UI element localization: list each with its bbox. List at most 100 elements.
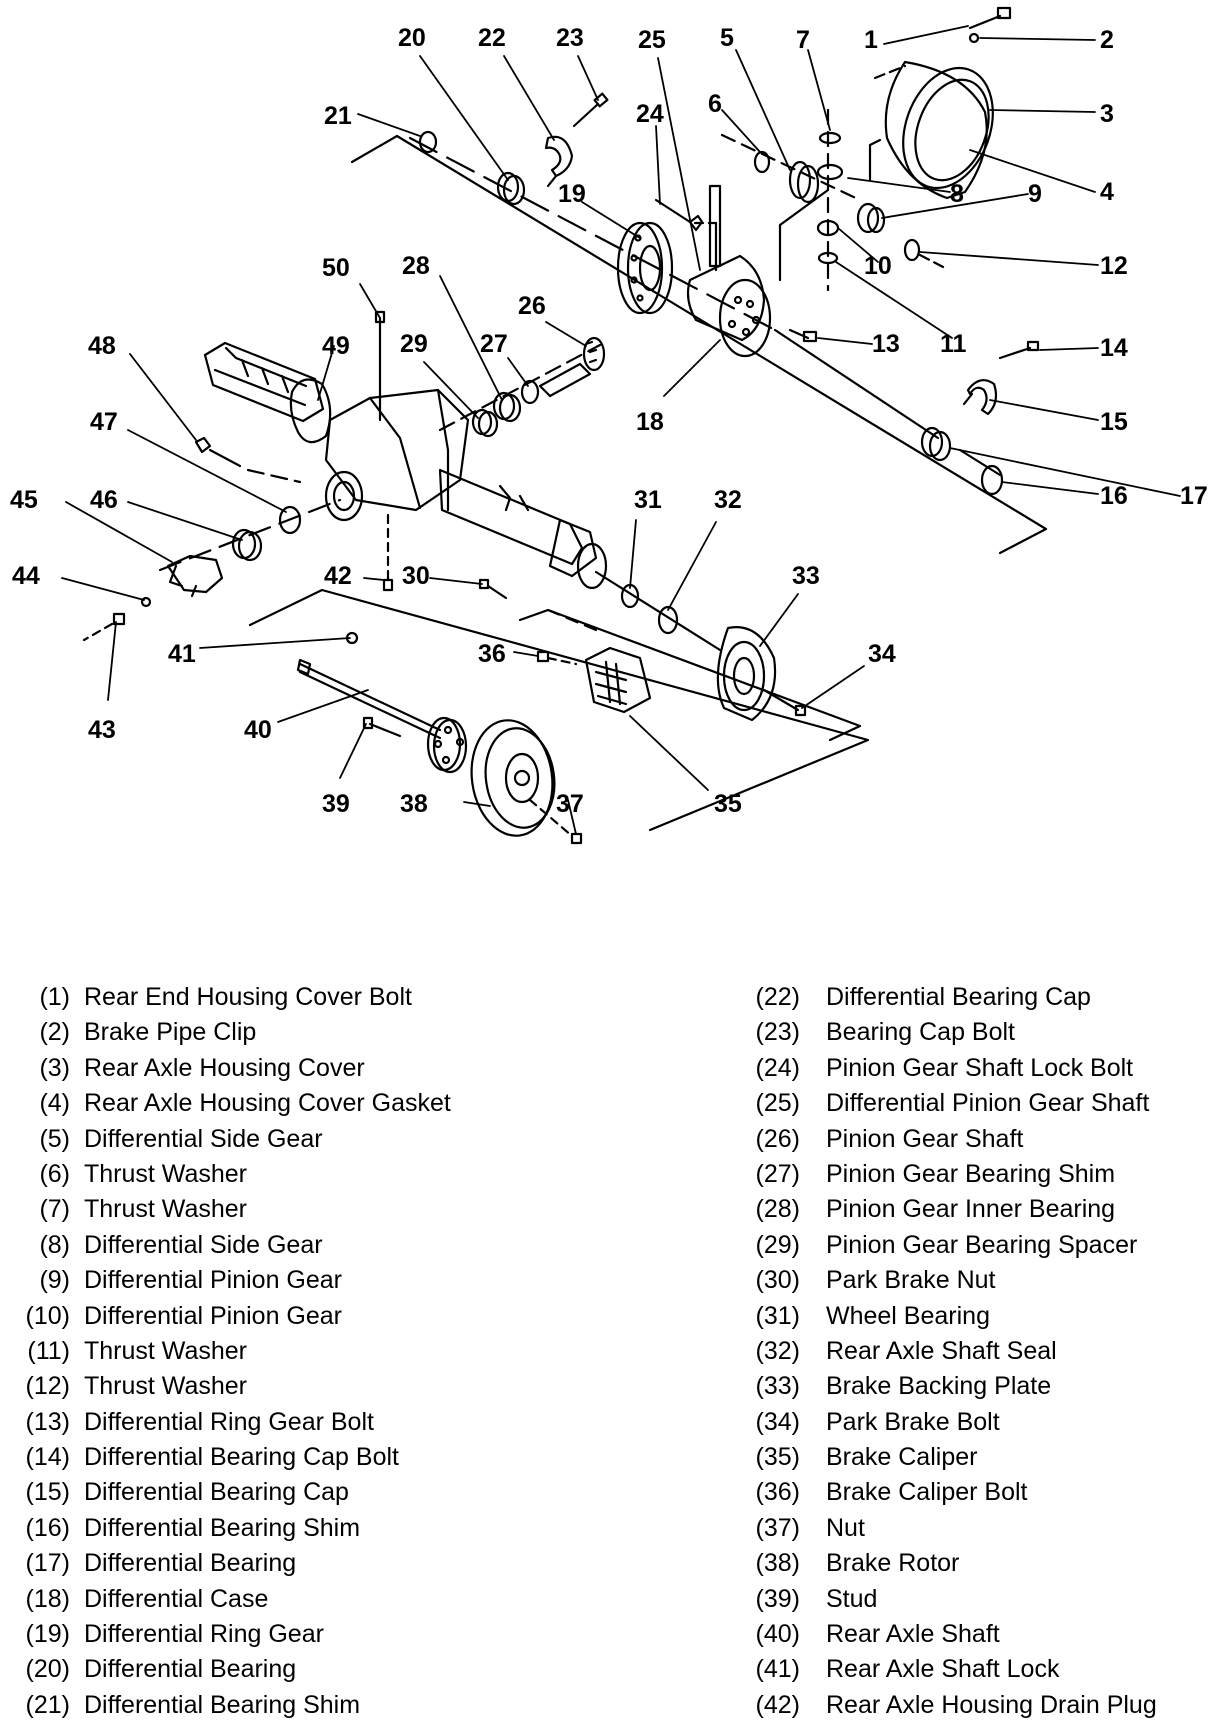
legend-item: (35)Brake Caliper (740, 1440, 1210, 1475)
callout-2: 2 (1100, 26, 1114, 54)
callout-40: 40 (244, 716, 272, 744)
legend-item-label: Nut (826, 1513, 865, 1542)
legend-item-number: (4) (39, 1089, 70, 1118)
legend-item: (37)Nut (740, 1511, 1210, 1546)
part-35-brake-caliper (584, 646, 652, 714)
legend-item-label: Stud (826, 1584, 878, 1613)
legend-item-label: Brake Caliper Bolt (826, 1478, 1028, 1507)
part-45-yoke (166, 554, 224, 598)
legend-item-number: (24) (755, 1053, 800, 1082)
legend-item: (29)Pinion Gear Bearing Spacer (740, 1228, 1210, 1263)
callout-41: 41 (168, 640, 196, 668)
legend-item: (7)Thrust Washer (0, 1192, 560, 1227)
legend-item: (36) Brake Caliper Bolt (740, 1475, 1210, 1510)
callout-9: 9 (1028, 180, 1042, 208)
part-11-thrust-washer (817, 251, 839, 265)
legend-item-number: (35) (755, 1443, 800, 1472)
callout-3: 3 (1100, 100, 1114, 128)
part-20-bearing (496, 171, 526, 206)
callout-30: 30 (402, 562, 430, 590)
callout-4: 4 (1100, 178, 1114, 206)
legend-item-label: Differential Pinion Gear (84, 1301, 343, 1330)
legend-item: (2)Brake Pipe Clip (0, 1015, 560, 1050)
part-27-bearing-shim (520, 379, 540, 405)
part-23-bearing-cap-bolt (572, 92, 609, 128)
callout-31: 31 (634, 486, 662, 514)
legend-item: (10)Differential Pinion Gear (0, 1299, 560, 1334)
legend-item-label: Park Brake Nut (826, 1266, 996, 1295)
callout-49: 49 (322, 332, 350, 360)
callout-21: 21 (324, 102, 352, 130)
legend-item-number: (36) (755, 1478, 800, 1507)
part-16-bearing-shim (980, 464, 1004, 496)
part-38-brake-rotor (470, 719, 556, 837)
legend-item-label: Bearing Cap Bolt (826, 1018, 1016, 1047)
part-50-vent (374, 310, 386, 422)
callout-12: 12 (1100, 252, 1128, 280)
callout-38: 38 (400, 790, 428, 818)
part-29-bearing-spacer (471, 408, 499, 438)
legend-item-number: (25) (755, 1089, 800, 1118)
callout-25: 25 (638, 26, 666, 54)
callout-35: 35 (714, 790, 742, 818)
callout-47: 47 (90, 408, 118, 436)
legend-item: (6)Thrust Washer (0, 1157, 560, 1192)
legend-item-label: Differential Bearing (84, 1655, 297, 1684)
legend-item-label: Differential Side Gear (84, 1124, 323, 1153)
group-bracket-brake (518, 608, 862, 742)
legend-item-label: Rear End Housing Cover Bolt (84, 983, 412, 1011)
legend-item-number: (39) (755, 1584, 800, 1613)
part-3-housing-cover (884, 60, 994, 200)
callout-26: 26 (518, 292, 546, 320)
part-12-thrust-washer (903, 238, 921, 262)
legend-item-number: (31) (755, 1301, 800, 1330)
legend-item: (28)Pinion Gear Inner Bearing (740, 1192, 1210, 1227)
callout-11: 11 (940, 330, 967, 358)
legend-item-number: (23) (755, 1018, 800, 1047)
legend-item-label: Differential Case (84, 1584, 269, 1613)
legend-item-number: (20) (25, 1655, 70, 1684)
legend-item-number: (38) (755, 1549, 800, 1578)
legend-item: (32)Rear Axle Shaft Seal (740, 1334, 1210, 1369)
legend-item-label: Pinion Gear Bearing Shim (826, 1159, 1116, 1188)
callout-10: 10 (864, 252, 892, 280)
callout-46: 46 (90, 486, 118, 514)
part-14-cap-bolt (998, 340, 1040, 360)
part-7-thrust-washer (818, 131, 842, 145)
legend-item-label: Thrust Washer (84, 1159, 248, 1188)
legend-item: (15) Differential Bearing Cap (0, 1475, 560, 1510)
callout-29: 29 (400, 330, 428, 358)
legend-item-number: (15) (25, 1478, 70, 1507)
legend-item-label: Differential Bearing Shim (84, 1513, 361, 1542)
legend-item: (31)Wheel Bearing (740, 1299, 1210, 1334)
legend-item-label: Differential Bearing Shim (84, 1690, 361, 1719)
legend-item-label: Brake Backing Plate (826, 1372, 1052, 1401)
legend-item-label: Brake Rotor (826, 1549, 960, 1578)
legend-item: (24)Pinion Gear Shaft Lock Bolt (740, 1051, 1210, 1086)
legend-item-number: (11) (27, 1336, 70, 1365)
legend-item-label: Thrust Washer (84, 1372, 248, 1401)
legend-item: (40)Rear Axle Shaft (740, 1617, 1210, 1652)
legend-item-number: (27) (755, 1159, 800, 1188)
part-21-shim (418, 130, 438, 154)
legend-item-number: (13) (25, 1407, 70, 1436)
legend-item-number: (42) (755, 1690, 800, 1719)
legend-item-label: Rear Axle Shaft Seal (826, 1336, 1057, 1365)
legend-item-number: (14) (25, 1443, 70, 1472)
legend-item-number: (34) (755, 1407, 800, 1436)
legend-item-label: Rear Axle Housing Cover (84, 1053, 365, 1082)
part-49-axle-housing (203, 341, 608, 590)
part-19-ring-gear (616, 221, 674, 315)
callout-39: 39 (322, 790, 350, 818)
legend-item: (4)Rear Axle Housing Cover Gasket (0, 1086, 560, 1121)
legend-item: (12)Thrust Washer (0, 1369, 560, 1404)
callout-33: 33 (792, 562, 820, 590)
legend-item: (23) Bearing Cap Bolt (740, 1015, 1210, 1050)
legend-item-number: (33) (755, 1372, 800, 1401)
legend-item-label: Differential Side Gear (84, 1230, 323, 1259)
legend-item-label: Differential Bearing Cap (84, 1478, 349, 1507)
legend-item: (13)Differential Ring Gear Bolt (0, 1405, 560, 1440)
callout-37: 37 (556, 790, 584, 818)
callout-23: 23 (556, 24, 584, 52)
legend-item: (42)Rear Axle Housing Drain Plug (740, 1688, 1210, 1723)
